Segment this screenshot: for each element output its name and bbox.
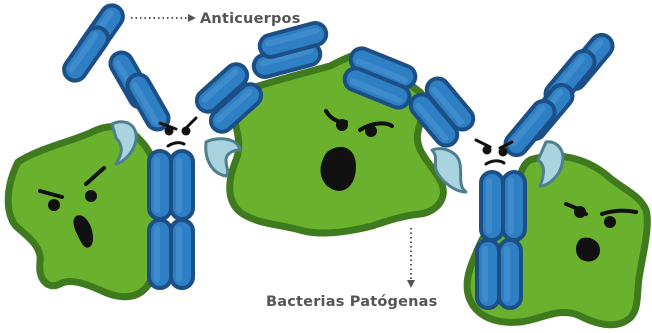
antibodies-callout: Anticuerpos: [131, 11, 301, 27]
antibodies-label: Anticuerpos: [200, 11, 301, 27]
bacterium-left: [8, 126, 158, 296]
bacteria-callout: Bacterias Patógenas: [266, 228, 437, 310]
bacteria-label: Bacterias Patógenas: [266, 294, 437, 310]
bacteria-arrow-head: [407, 280, 415, 288]
antibodies-arrow-head: [188, 14, 196, 22]
antibody-right-face: [476, 140, 512, 164]
